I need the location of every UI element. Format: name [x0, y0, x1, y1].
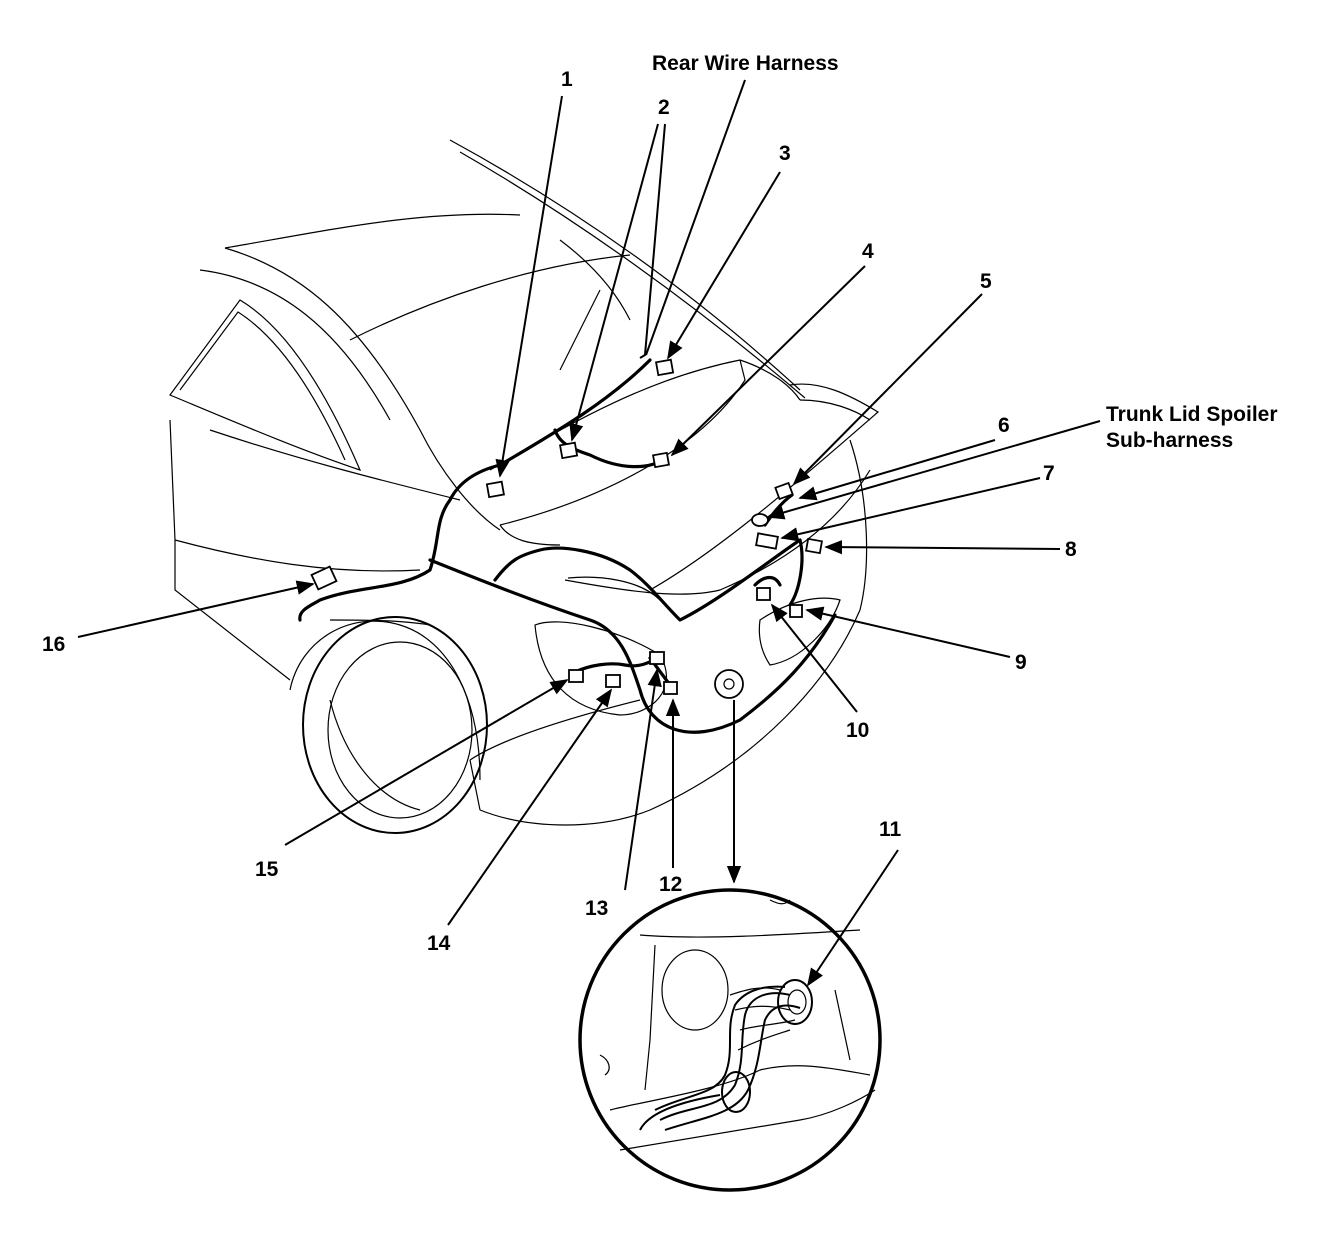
leader-lines	[77, 79, 1101, 987]
connector-6	[751, 513, 769, 527]
callout-11: 11	[879, 818, 902, 841]
callout-3: 3	[779, 142, 791, 165]
connector-7	[755, 532, 779, 550]
callout-5: 5	[980, 270, 992, 293]
connector-3	[655, 358, 675, 377]
grommet-detail-inset	[578, 888, 882, 1192]
callout-8: 8	[1065, 538, 1077, 561]
callout-13: 13	[585, 897, 608, 920]
harness-labels: Rear Wire Harness Trunk Lid Spoiler Sub-…	[652, 52, 1278, 452]
connector-13	[649, 651, 665, 665]
connector-9	[789, 604, 803, 618]
callout-16: 16	[42, 633, 65, 656]
callout-4: 4	[862, 240, 874, 263]
connector-16	[310, 565, 338, 591]
callout-12: 12	[659, 873, 682, 896]
connector-1	[485, 480, 505, 499]
callout-9: 9	[1015, 651, 1027, 674]
connectors	[310, 358, 823, 699]
connector-15	[568, 669, 584, 683]
callout-6: 6	[998, 414, 1010, 437]
connector-14	[605, 674, 621, 688]
connector-5	[774, 481, 794, 501]
callout-7: 7	[1043, 462, 1055, 485]
callout-numbers: 1 2 3 4 5 6 7 8 9 10 11 12 13 14 15 16	[42, 68, 1077, 955]
callout-15: 15	[255, 858, 279, 881]
callout-2: 2	[658, 96, 670, 119]
grommet-11	[714, 669, 744, 699]
label-rear-wire-harness: Rear Wire Harness	[652, 52, 839, 75]
connector-8	[805, 537, 823, 555]
connector-12	[663, 681, 678, 695]
callout-10: 10	[846, 719, 869, 742]
connector-2	[559, 441, 579, 460]
label-trunk-lid-spoiler-line2: Sub-harness	[1106, 429, 1233, 452]
callout-14: 14	[427, 932, 451, 955]
rear-wire-harness-routing	[298, 358, 837, 734]
car-body-outline	[169, 139, 880, 834]
connector-10	[756, 587, 771, 601]
connector-4	[652, 451, 670, 469]
callout-1: 1	[561, 68, 573, 91]
label-trunk-lid-spoiler-line1: Trunk Lid Spoiler	[1106, 403, 1278, 426]
